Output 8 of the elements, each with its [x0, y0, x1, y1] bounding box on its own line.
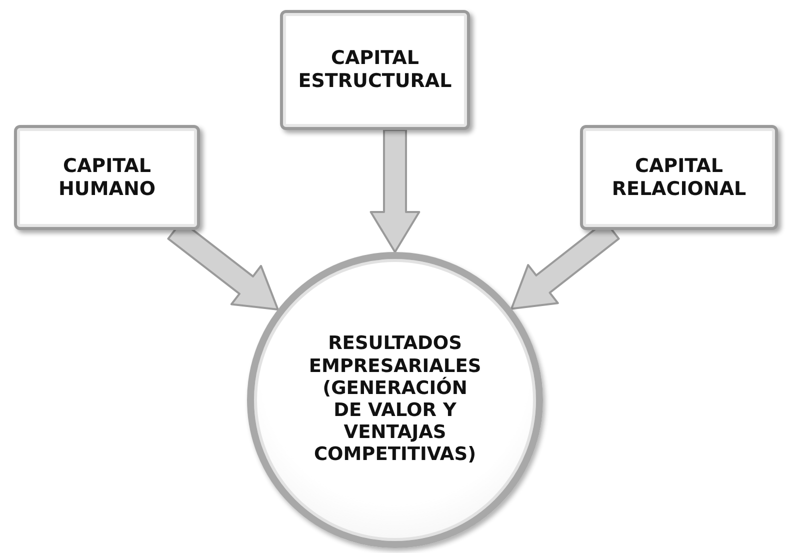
node-label: CAPITAL RELACIONAL	[610, 154, 748, 200]
concept-box	[280, 10, 470, 130]
concept-box	[14, 125, 200, 230]
node-label: RESULTADOS EMPRESARIALES (GENERACIÓN DE VALOR Y VENTAJAS COMPETITIVAS)	[308, 333, 482, 467]
block-arrow	[370, 129, 420, 253]
node-label: CAPITAL HUMANO	[58, 154, 156, 200]
concept-box	[580, 125, 778, 230]
node-label: CAPITAL ESTRUCTURAL	[297, 47, 453, 93]
